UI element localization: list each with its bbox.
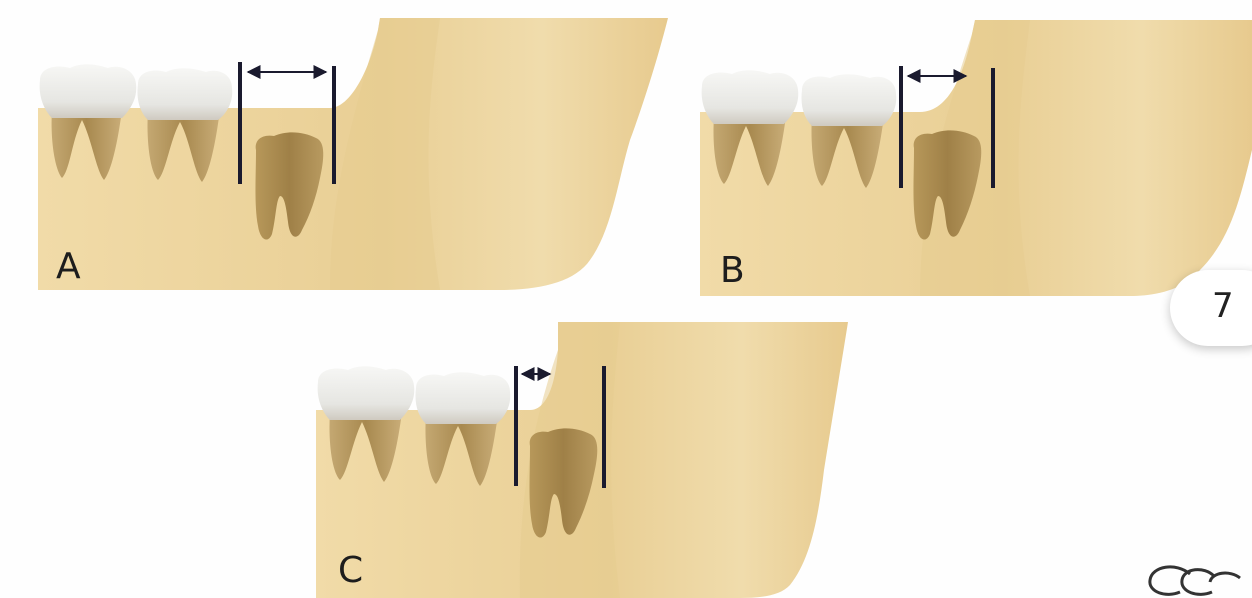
panel-label: A [56, 246, 81, 287]
panel-label: C [338, 550, 363, 591]
panel-a: A [38, 18, 668, 290]
page-number: 7 [1212, 286, 1234, 326]
ramus-shade [330, 18, 440, 290]
panel-c: C [316, 322, 848, 598]
page-number-badge: 7 [1170, 270, 1252, 346]
panel-b: B [700, 20, 1252, 296]
corner-logo-icon [1150, 567, 1240, 594]
panel-label: B [720, 250, 745, 291]
